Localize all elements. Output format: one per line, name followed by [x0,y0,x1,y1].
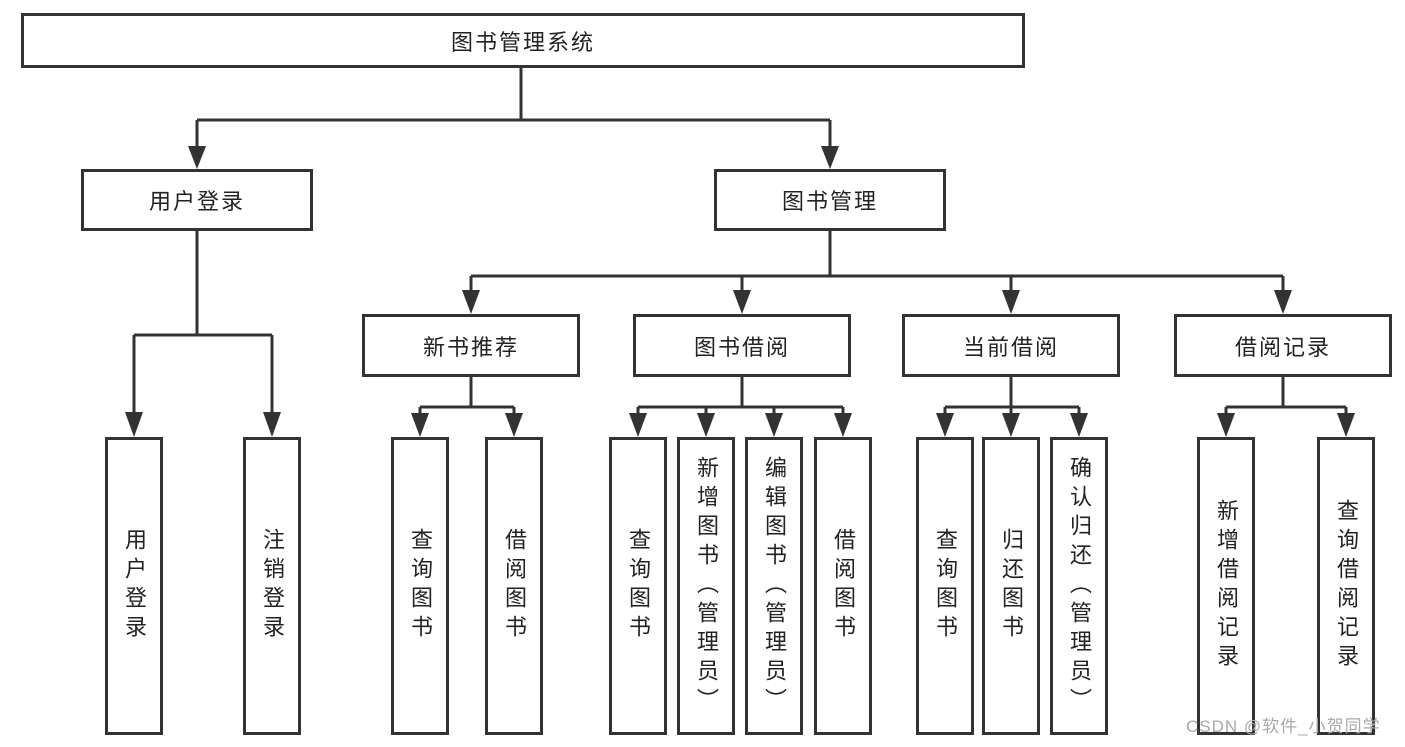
leaf-label: 查询图书 [933,528,958,644]
leaf-label: 借阅图书 [831,528,856,644]
leaf-query-books-recommend: 查询图书 [391,437,449,735]
leaf-label: 查询图书 [626,528,651,644]
leaf-confirm-return-admin: 确认归还（管理员） [1050,437,1108,735]
node-new-book-recommend: 新书推荐 [362,314,580,377]
leaf-label: 注销登录 [260,528,285,644]
leaf-borrow-books-borrowing: 借阅图书 [814,437,872,735]
node-user-login: 用户登录 [81,169,313,231]
leaf-add-borrow-record: 新增借阅记录 [1197,437,1255,735]
leaf-return-books: 归还图书 [982,437,1040,735]
tree-edges [132,68,1348,414]
node-borrowing-records: 借阅记录 [1174,314,1392,377]
node-book-management: 图书管理 [714,169,946,231]
leaf-label: 新增图书（管理员） [694,455,719,717]
leaf-label: 新增借阅记录 [1214,499,1239,673]
csdn-watermark: CSDN @软件_小贺同学 [1186,717,1381,736]
leaf-user-login: 用户登录 [105,437,163,735]
leaf-edit-books-admin: 编辑图书（管理员） [745,437,803,735]
leaf-query-books-current: 查询图书 [916,437,974,735]
leaf-label: 查询图书 [408,528,433,644]
leaf-label: 归还图书 [999,528,1024,644]
node-current-borrowing: 当前借阅 [902,314,1120,377]
leaf-label: 编辑图书（管理员） [762,455,787,717]
leaf-logout: 注销登录 [243,437,301,735]
node-library-management-system: 图书管理系统 [21,13,1025,68]
arrowheads [125,146,1355,437]
leaf-query-books-borrowing: 查询图书 [609,437,667,735]
leaf-borrow-books-recommend: 借阅图书 [485,437,543,735]
leaf-add-books-admin: 新增图书（管理员） [677,437,735,735]
leaf-label: 查询借阅记录 [1334,499,1359,673]
leaf-label: 确认归还（管理员） [1067,455,1092,717]
node-book-borrowing: 图书借阅 [633,314,851,377]
leaf-label: 借阅图书 [502,528,527,644]
leaf-query-borrow-record: 查询借阅记录 [1317,437,1375,735]
leaf-label: 用户登录 [122,528,147,644]
